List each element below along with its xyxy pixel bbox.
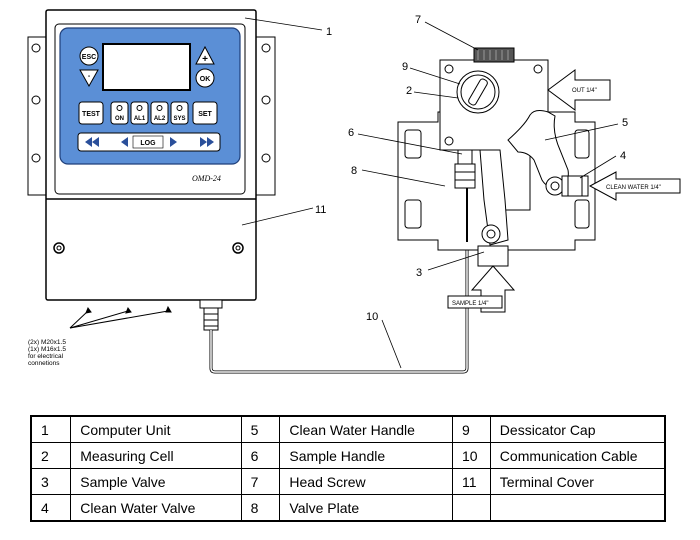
set-label: SET bbox=[198, 111, 212, 118]
callout-7: 7 bbox=[415, 14, 421, 26]
up-arrow-button[interactable] bbox=[195, 45, 215, 65]
part-name: Terminal Cover bbox=[489, 468, 666, 495]
out-arrow bbox=[547, 69, 611, 111]
esc-button[interactable] bbox=[79, 46, 99, 66]
note-line-2: (1x) M16x1.5 bbox=[28, 346, 66, 353]
part-name: Communication Cable bbox=[489, 442, 666, 469]
note-line-4: connetions bbox=[28, 360, 60, 367]
on-button[interactable] bbox=[110, 101, 129, 125]
sample-port-label: SAMPLE 1/4" bbox=[452, 301, 488, 307]
part-number: 1 bbox=[30, 415, 72, 443]
clean-water-port-label: CLEAN WATER 1/4" bbox=[606, 185, 661, 191]
callout-10: 10 bbox=[366, 311, 378, 323]
al2-button[interactable] bbox=[150, 101, 169, 125]
note-line-1: (2x) M20x1.5 bbox=[28, 339, 66, 346]
note-line-3: for electrical bbox=[28, 353, 64, 360]
al2-label: AL2 bbox=[154, 116, 166, 122]
callout-9: 9 bbox=[402, 61, 408, 73]
table-row: 4 Clean Water Valve 8 Valve Plate bbox=[30, 494, 666, 522]
part-number: 2 bbox=[30, 442, 72, 469]
out-port-label: OUT 1/4" bbox=[572, 88, 597, 94]
port-arrows: OUT 1/4" CLEAN WATER 1/4" SAMPLE 1/4" bbox=[447, 69, 681, 313]
part-name: Valve Plate bbox=[279, 494, 453, 522]
part-name: Computer Unit bbox=[70, 415, 242, 443]
minus-label: - bbox=[88, 73, 91, 80]
callout-11: 11 bbox=[315, 204, 326, 216]
part-number: 3 bbox=[30, 468, 72, 495]
callout-3: 3 bbox=[416, 267, 422, 279]
part-name bbox=[489, 494, 666, 522]
parts-legend-table: 1 Computer Unit 5 Clean Water Handle 9 D… bbox=[30, 415, 666, 522]
callout-5: 5 bbox=[622, 117, 628, 129]
set-button[interactable] bbox=[192, 101, 218, 125]
part-number: 6 bbox=[240, 442, 281, 469]
part-name: Sample Valve bbox=[70, 468, 242, 495]
part-name: Measuring Cell bbox=[70, 442, 242, 469]
callout-6: 6 bbox=[348, 127, 354, 139]
part-number: 4 bbox=[30, 494, 72, 522]
part-number: 9 bbox=[451, 415, 491, 443]
ok-label: OK bbox=[200, 76, 211, 83]
controller-buttons: ESC - + OK TEST ON AL1 AL2 SYS SET LOG O… bbox=[77, 45, 221, 183]
fast-rewind-icon[interactable] bbox=[85, 137, 99, 147]
part-name: Sample Handle bbox=[279, 442, 453, 469]
table-row: 3 Sample Valve 7 Head Screw 11 Terminal … bbox=[30, 468, 666, 495]
on-label: ON bbox=[115, 116, 124, 122]
callout-2: 2 bbox=[406, 85, 412, 97]
part-name: Dessicator Cap bbox=[489, 415, 666, 443]
down-arrow-button[interactable] bbox=[79, 69, 99, 88]
table-row: 1 Computer Unit 5 Clean Water Handle 9 D… bbox=[30, 415, 666, 443]
plus-label: + bbox=[202, 54, 208, 65]
technical-diagram: ESC - + OK TEST ON AL1 AL2 SYS SET LOG O… bbox=[27, 9, 681, 374]
al1-button[interactable] bbox=[130, 101, 149, 125]
test-button[interactable] bbox=[78, 101, 104, 125]
part-number bbox=[451, 494, 491, 522]
part-number: 11 bbox=[451, 468, 491, 495]
callout-8: 8 bbox=[351, 165, 357, 177]
callout-1: 1 bbox=[326, 26, 332, 38]
part-number: 5 bbox=[240, 415, 281, 443]
forward-icon[interactable] bbox=[170, 137, 177, 147]
computer-unit bbox=[27, 9, 276, 301]
test-label: TEST bbox=[82, 111, 101, 118]
part-name: Head Screw bbox=[279, 468, 453, 495]
part-number: 8 bbox=[240, 494, 281, 522]
clean-water-arrow bbox=[588, 171, 681, 201]
back-icon[interactable] bbox=[121, 137, 128, 147]
log-button[interactable] bbox=[132, 135, 164, 149]
part-name: Clean Water Handle bbox=[279, 415, 453, 443]
table-row: 2 Measuring Cell 6 Sample Handle 10 Comm… bbox=[30, 442, 666, 469]
fast-forward-icon[interactable] bbox=[200, 137, 214, 147]
part-number: 10 bbox=[451, 442, 491, 469]
gland-arrows bbox=[69, 305, 172, 329]
esc-label: ESC bbox=[82, 54, 96, 61]
model-label: OMD-24 bbox=[192, 174, 221, 183]
terminal-cover bbox=[53, 242, 469, 374]
ok-button[interactable] bbox=[195, 68, 215, 88]
al1-label: AL1 bbox=[134, 116, 146, 122]
leader-lines bbox=[241, 17, 619, 369]
log-label: LOG bbox=[140, 140, 156, 147]
sys-label: SYS bbox=[173, 116, 185, 122]
measuring-cell bbox=[397, 47, 596, 267]
callout-4: 4 bbox=[620, 150, 626, 162]
sys-button[interactable] bbox=[170, 101, 189, 125]
part-name: Clean Water Valve bbox=[70, 494, 242, 522]
part-number: 7 bbox=[240, 468, 281, 495]
